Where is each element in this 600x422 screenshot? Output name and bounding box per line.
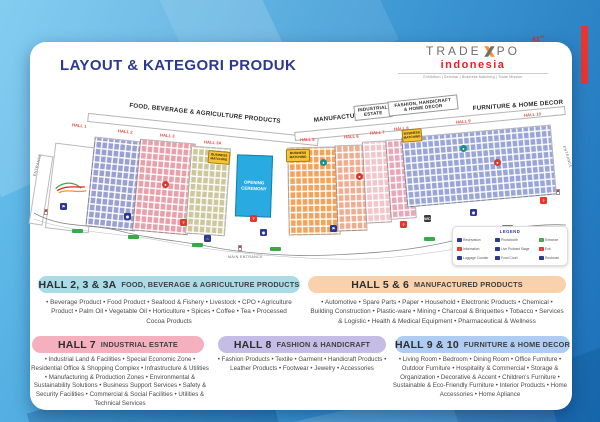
stage-icon <box>495 246 500 252</box>
restroom-icon <box>539 255 544 261</box>
hall-tag: HALL 5 <box>299 136 315 143</box>
entrance-gate <box>192 243 203 247</box>
luggage-icon <box>457 255 462 261</box>
reservation-icon <box>457 237 462 243</box>
tradexpo-logo: TRADE PO 41st indonesia Exhibition | Sem… <box>398 34 548 79</box>
photobooth-icon: ◉ <box>260 229 267 236</box>
business-matching-box: BUSINESS MATCHING <box>285 148 311 163</box>
logo-tagline: Exhibition | Seminar | Business Matching… <box>398 72 548 79</box>
section-items-hall-5-6: • Automotive • Spare Parts • Paper • Hou… <box>310 299 564 325</box>
exit-icon: ↓ <box>539 246 544 252</box>
restroom-icon: WC <box>424 215 431 222</box>
photobooth-icon: ◉ <box>470 209 477 216</box>
hall-category: INDUSTRIAL ESTATE <box>100 340 178 349</box>
hall-category: FASHION & HANDICRAFT <box>276 340 371 349</box>
hall-number: HALL 9 & 10 <box>395 338 459 351</box>
hall-number: HALL 7 <box>58 338 96 351</box>
photobooth-icon <box>495 237 500 243</box>
entrance-gate <box>72 229 83 233</box>
section-header-hall-7: HALL 7 INDUSTRIAL ESTATE <box>32 336 204 353</box>
red-ribbon-decoration <box>581 26 588 84</box>
hall-tag: HALL 7 <box>369 129 385 136</box>
legend-item-luggage-counter: Luggage Counter <box>457 254 495 263</box>
logo-country-text: indonesia <box>440 59 506 71</box>
layout-card: LAYOUT & KATEGORI PRODUK TRADE PO 41st i… <box>28 34 573 410</box>
section-items-hall-9-10: • Living Room • Bedroom • Dining Room • … <box>392 356 568 399</box>
hall-category: FURNITURE & HOME DECOR <box>463 340 571 349</box>
hall-tag: HALL 3 <box>159 132 175 139</box>
legend-item-entrance: ↑Entrance <box>539 237 559 243</box>
legend-item-food-court: Food Court <box>495 254 539 263</box>
hall-number: HALL 8 <box>233 338 272 351</box>
page-title: LAYOUT & KATEGORI PRODUK <box>60 57 297 74</box>
information-icon: ? <box>400 221 407 228</box>
flag-icon <box>238 245 242 251</box>
legend-item-restroom: Restroom <box>539 254 565 263</box>
information-icon: ? <box>250 215 257 222</box>
stage-point: ● <box>320 159 327 166</box>
lobby-hall-1 <box>44 142 100 234</box>
section-items-hall-2-3-3a: • Beverage Product • Food Product • Seaf… <box>46 299 292 325</box>
hall-tag: HALL 3A <box>203 139 222 146</box>
zone-label-industrial: INDUSTRIAL ESTATE <box>353 102 393 121</box>
section-items-hall-8: • Fashion Products • Textile • Garment •… <box>217 356 387 372</box>
lobby-swoosh-logo <box>55 182 87 194</box>
hall-9-10-block <box>401 124 557 208</box>
main-entrance-label: MAIN ENTRANCE <box>228 255 263 259</box>
information-icon: ? <box>540 197 547 204</box>
hall-tag: HALL 6 <box>343 133 359 140</box>
entrance-gate <box>424 237 435 241</box>
information-icon: i <box>457 246 462 252</box>
hall-tag: HALL 2 <box>117 128 133 135</box>
entrance-gate <box>270 247 281 251</box>
section-header-hall-5-6: HALL 5 & 6 MANUFACTURED PRODUCTS <box>308 276 566 293</box>
stage-point: ● <box>460 145 467 152</box>
hall-category: FOOD, BEVERAGE & AGRICULTURE PRODUCTS <box>121 280 300 289</box>
hall-tag: HALL 1 <box>71 122 87 129</box>
floor-plan-map: OPENING CEREMONY BUSINESS MATCHING BUSIN… <box>28 94 573 273</box>
section-items-hall-7: • Industrial Land & Facilities • Special… <box>31 356 209 407</box>
reservation-icon: ⚑ <box>60 203 67 210</box>
food-court-icon: ⚑ <box>330 225 337 232</box>
info-point: ● <box>356 173 363 180</box>
logo-x-icon <box>483 45 495 57</box>
right-entrance-label: ENTRANCE <box>562 145 573 169</box>
flag-icon <box>556 189 560 195</box>
hall-number: HALL 5 & 6 <box>351 278 410 291</box>
flag-icon <box>44 209 48 215</box>
legend-title: LEGEND <box>499 229 521 234</box>
luggage-counter-icon: ⌂ <box>204 235 211 242</box>
legend-item-exit: ↓Exit <box>539 246 551 252</box>
section-header-hall-9-10: HALL 9 & 10 FURNITURE & HOME DECOR <box>395 336 570 353</box>
photobooth-icon: ◉ <box>124 213 131 220</box>
entrance-icon: ↑ <box>539 237 544 243</box>
logo-trade-text: TRADE <box>425 44 482 58</box>
info-point: ● <box>494 159 501 166</box>
business-matching-box: BUSINESS MATCHING <box>207 150 231 165</box>
hall-tag: HALL 8 <box>393 125 409 132</box>
info-point: ● <box>162 181 169 188</box>
legend-item-photobooth: Photobooth <box>495 236 539 245</box>
hall-category: MANUFACTURED PRODUCTS <box>414 280 523 289</box>
food-court-icon <box>495 255 500 261</box>
map-legend: LEGEND Reservation Photobooth ↑Entrance … <box>452 226 568 266</box>
section-header-hall-8: HALL 8 FASHION & HANDICRAFT <box>218 336 386 353</box>
information-icon: ? <box>180 219 187 226</box>
zone-label-fashion: FASHION, HANDICRAFT & HOME DECOR <box>387 94 459 117</box>
hall-number: HALL 2, 3 & 3A <box>38 278 117 291</box>
entrance-gate <box>128 235 139 239</box>
legend-item-reservation: Reservation <box>457 236 495 245</box>
section-header-hall-2-3-3a: HALL 2, 3 & 3A FOOD, BEVERAGE & AGRICULT… <box>38 276 300 293</box>
legend-item-live-podcast-stage: Live Podcast Stage <box>495 245 539 254</box>
logo-po-text: PO <box>496 44 520 58</box>
edition-badge: 41st <box>531 34 544 44</box>
